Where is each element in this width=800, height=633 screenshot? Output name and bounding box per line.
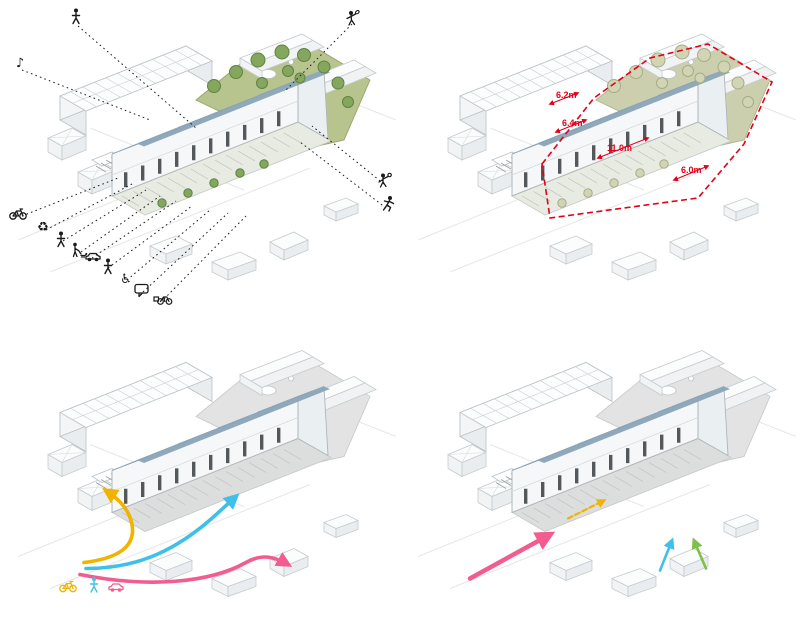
access-axonometric (417, 350, 797, 597)
site-scene (17, 350, 397, 597)
panel-circulation (0, 316, 400, 633)
pedestrian-access-arrow (658, 537, 675, 572)
bicycle-route-arrow (82, 487, 135, 565)
car-access-arrow (467, 531, 556, 581)
site-scene (417, 33, 797, 281)
legend-car-icon (108, 583, 124, 593)
panel-program: ♪ ♻ ♿ (0, 0, 400, 316)
dimension-line-4 (672, 164, 710, 182)
walking-icon (103, 257, 113, 275)
bicycle-access-arrow (691, 537, 708, 570)
dimension-line-3 (596, 136, 650, 160)
dimension-line-2 (554, 118, 588, 134)
stroll-icon (56, 230, 66, 248)
service-access-arrow (566, 499, 607, 520)
panel-access (400, 316, 800, 633)
running-icon (382, 195, 395, 212)
panel-dimensions: 6.2m 6.4m 11.0m 6.0m (400, 0, 800, 316)
dimension-label-2: 6.4m (562, 118, 583, 128)
recycle-icon: ♻ (37, 220, 49, 235)
cargo-bike-icon (153, 296, 173, 305)
car-route-arrow (78, 552, 293, 584)
site-scene (417, 350, 797, 597)
music-icon: ♪ (16, 56, 24, 71)
circulation-axonometric (17, 350, 397, 597)
program-axonometric: ♪ ♻ ♿ (9, 7, 397, 305)
legend-bicycle-icon (59, 580, 77, 593)
icon-leader-lines (21, 23, 387, 300)
bicycle-icon (9, 208, 27, 220)
pedestrian-icon (71, 7, 81, 25)
dog-walking-icon (72, 242, 88, 259)
ball-game-icon (378, 172, 392, 188)
dimension-label-4: 6.0m (681, 165, 702, 175)
pedestrian-route-arrow (84, 493, 240, 571)
dimension-label-3: 11.0m (607, 143, 632, 153)
dimensions-axonometric: 6.2m 6.4m 11.0m 6.0m (417, 33, 797, 281)
dimension-label-1: 6.2m (556, 90, 577, 100)
site-boundary-dashed (541, 43, 774, 219)
badminton-icon (346, 9, 361, 26)
speech-bubble-icon (134, 283, 149, 298)
dimension-line-1 (548, 91, 580, 106)
wheelchair-icon: ♿ (120, 272, 132, 287)
